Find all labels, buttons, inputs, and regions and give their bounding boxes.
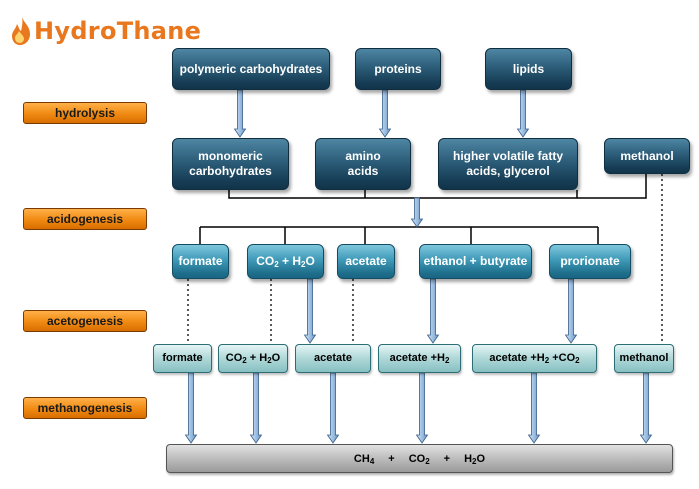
plus-sign: + <box>388 452 395 465</box>
node-methanol-top: methanol <box>604 138 690 174</box>
node-label: proteins <box>374 61 422 76</box>
node-label: acetate <box>314 352 352 364</box>
node-acetate-h2-co2: acetate +H2 +CO2 <box>472 344 597 373</box>
node-ethanol-butyrate: ethanol + butyrate <box>419 244 532 279</box>
h2o-label: H2O <box>464 452 486 466</box>
flow-arrow <box>410 197 424 228</box>
node-label: methanol <box>620 148 674 163</box>
flame-icon <box>12 17 30 45</box>
node-label-line1: higher volatile fatty <box>452 149 564 163</box>
flow-arrow <box>326 372 340 444</box>
node-label: acetate +H2 <box>389 352 450 365</box>
flow-arrow <box>233 89 247 138</box>
node-label-line1: amino <box>345 149 381 163</box>
stage-methanogenesis: methanogenesis <box>23 397 147 419</box>
flow-arrow <box>415 372 429 444</box>
node-acetate-aceto: acetate <box>295 344 371 373</box>
node-prorionate: prorionate <box>549 244 631 279</box>
flow-arrow <box>426 278 440 344</box>
flow-arrow <box>378 89 392 138</box>
merge-line <box>228 190 577 199</box>
node-label: ethanol + butyrate <box>423 254 528 268</box>
node-label: prorionate <box>560 254 620 268</box>
flow-arrow <box>184 372 198 444</box>
node-label: CO2 + H2O <box>225 352 281 365</box>
stage-acidogenesis: acidogenesis <box>23 208 147 230</box>
flow-arrow <box>249 372 263 444</box>
node-amino-acids: amino acids <box>315 138 411 190</box>
plus-sign: + <box>443 452 451 465</box>
node-acetate-h2: acetate +H2 <box>378 344 461 373</box>
node-label: polymeric carbohydrates <box>179 61 323 76</box>
co2-label: CO2 <box>408 452 430 466</box>
node-label: methanol <box>619 352 669 364</box>
final-products-bar: CH4 + CO2 + H2O <box>166 444 673 473</box>
node-co2-h2o-acid: CO2 + H2O <box>247 244 324 279</box>
node-label: acetate +H2 +CO2 <box>489 352 580 365</box>
node-label: lipids <box>512 61 545 76</box>
node-polymeric-carbohydrates: polymeric carbohydrates <box>172 48 330 90</box>
node-co2-h2o-aceto: CO2 + H2O <box>218 344 288 373</box>
node-label-line1: monomeric <box>198 149 263 163</box>
merge-line <box>577 174 647 199</box>
flow-arrow <box>527 372 541 444</box>
stage-acetogenesis: acetogenesis <box>23 310 147 332</box>
node-label: CO2 + H2O <box>256 254 315 269</box>
node-acetate-acid: acetate <box>337 244 395 279</box>
node-label-line2: acids, glycerol <box>466 164 550 178</box>
node-label-line2: acids <box>347 164 379 178</box>
flow-arrow <box>564 278 578 344</box>
node-label: formate <box>178 254 223 268</box>
stage-hydrolysis: hydrolysis <box>23 102 147 124</box>
flow-arrow <box>303 278 317 344</box>
node-monomeric-carbohydrates: monomeric carbohydrates <box>172 138 289 190</box>
node-formate-acid: formate <box>172 244 229 279</box>
node-fatty-acids-glycerol: higher volatile fatty acids, glycerol <box>438 138 578 190</box>
logo-text: HydroThane <box>34 17 202 45</box>
flow-arrow <box>639 372 653 444</box>
node-methanol-aceto: methanol <box>614 344 674 373</box>
ch4-label: CH4 <box>353 452 375 466</box>
node-formate-aceto: formate <box>153 344 212 373</box>
flow-arrow <box>516 89 530 138</box>
node-label: formate <box>162 352 203 364</box>
node-lipids: lipids <box>485 48 572 90</box>
node-label-line2: carbohydrates <box>189 164 272 178</box>
node-proteins: proteins <box>355 48 441 90</box>
node-label: acetate <box>345 254 387 268</box>
hydrothane-logo: HydroThane <box>10 14 201 48</box>
